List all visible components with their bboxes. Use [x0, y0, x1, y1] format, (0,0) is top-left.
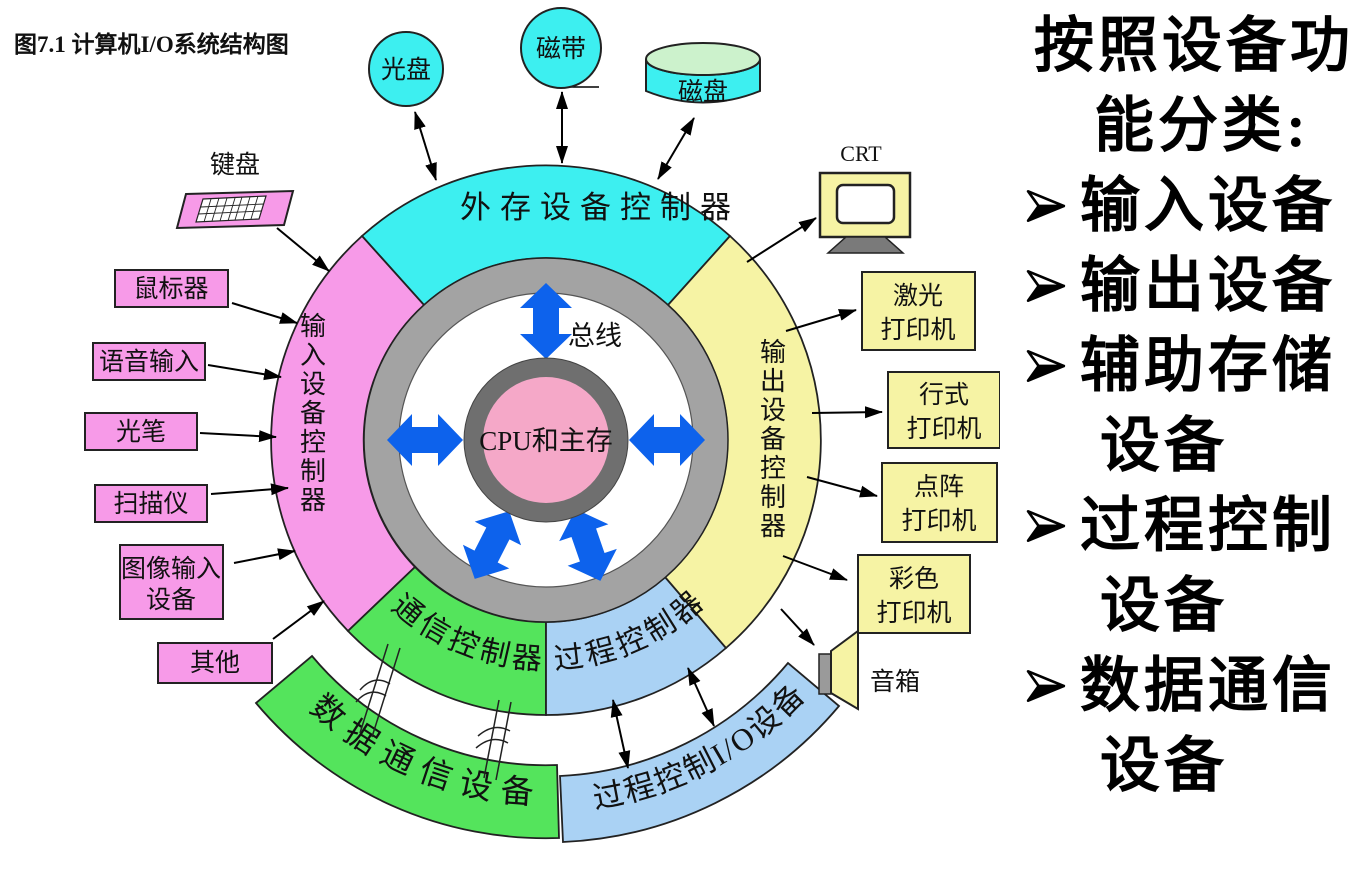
arrow-line-printer: [811, 406, 883, 419]
panel-item-output: 输出设备: [1000, 246, 1371, 326]
panel-item-process-control: 过程控制: [1000, 486, 1371, 566]
panel-item-label: 辅助存储: [1080, 333, 1336, 399]
image-input-label-line2: 设备: [146, 586, 196, 614]
storage-devices: [368, 7, 761, 107]
output-device-controller-label: 输出设备控制器: [757, 338, 786, 541]
optical-disc-label: 光盘: [381, 56, 431, 84]
arrow-optical-disc: [414, 111, 437, 181]
panel-item-label: 输出设备: [1080, 253, 1336, 319]
line-break-mark: [475, 738, 509, 749]
external-storage-controller-label: 外存设备控制器: [460, 190, 740, 225]
arrow-mouse: [231, 302, 298, 324]
crt-label: CRT: [840, 141, 882, 166]
panel-item-label: 过程控制: [1080, 493, 1336, 559]
arrow-process-io-2: [687, 667, 715, 727]
color-printer-box: [857, 554, 971, 634]
panel-item-data-comm-line2: 设备: [1100, 733, 1228, 799]
bullet-arrow-icon: [1026, 349, 1066, 383]
speaker-icon: [818, 629, 859, 711]
input-device-boxes: [84, 269, 273, 684]
other-label: 其他: [190, 649, 240, 677]
scanner-label: 扫描仪: [113, 490, 188, 518]
speaker-label: 音箱: [870, 668, 920, 696]
arrow-other: [272, 600, 325, 640]
line-break-mark: [477, 726, 511, 737]
panel-item-aux-storage-line2: 设备: [1100, 413, 1228, 479]
dot-printer-label-line1: 点阵: [914, 473, 964, 501]
figure-title: 图7.1 计算机I/O系统结构图: [14, 31, 289, 57]
panel-item-process-control-line2: 设备: [1100, 573, 1228, 639]
arrow-speaker: [780, 608, 815, 646]
other-box: [157, 642, 273, 684]
line-break-mark: [359, 679, 391, 691]
optical-disc-icon: [368, 31, 444, 107]
panel-item-label: 输入设备: [1080, 173, 1336, 239]
line-printer-label-line2: 打印机: [906, 415, 981, 443]
input-device-labels: 鼠标器 语音输入 光笔 扫描仪 图像输入 设备 其他: [99, 275, 240, 677]
arrow-scanner: [210, 483, 289, 496]
cpu-circle: [483, 377, 609, 503]
laser-printer-box: [861, 271, 976, 351]
laser-printer-label-line2: 打印机: [880, 316, 955, 344]
scanner-box: [94, 484, 208, 523]
panel-item-input: 输入设备: [1000, 166, 1371, 246]
panel-heading-line1: 按照设备功: [1034, 13, 1354, 79]
bullet-arrow-icon: [1026, 269, 1066, 303]
panel-heading-line2: 能分类:: [1094, 93, 1310, 159]
panel-item-aux-storage: 辅助存储: [1000, 326, 1371, 406]
image-input-label-line1: 图像输入: [121, 555, 221, 583]
tape-label: 磁带: [536, 35, 586, 63]
disk-cylinder-top: [645, 42, 761, 76]
arrow-image-input: [233, 548, 296, 564]
arrow-dot-printer: [806, 476, 878, 498]
input-device-controller-label: 输入设备控制器: [297, 312, 326, 515]
bullet-arrow-icon: [1026, 189, 1066, 223]
disk-label: 磁盘: [678, 78, 728, 106]
panel-item-data-comm: 数据通信: [1000, 646, 1371, 726]
dot-printer-box: [881, 462, 998, 543]
line-break-mark: [355, 691, 387, 703]
arrow-process-io-1: [610, 699, 631, 769]
color-printer-label-line2: 打印机: [876, 599, 951, 627]
arrow-crt: [746, 217, 817, 263]
image-input-box: [119, 544, 224, 620]
io-system-diagram: 图7.1 计算机I/O系统结构图 总线 CPU和主存 外存设备控制器 输入设备控…: [14, 7, 1001, 843]
cpu-label: CPU和主存: [479, 426, 613, 456]
arrow-keyboard: [276, 227, 330, 272]
light-pen-box: [84, 412, 198, 451]
bullet-arrow-icon: [1026, 509, 1066, 543]
arrow-laser-printer: [785, 309, 857, 332]
mouse-box: [114, 269, 229, 308]
tape-icon: [520, 7, 602, 89]
keyboard-label: 键盘: [210, 151, 260, 179]
dot-printer-label-line2: 打印机: [901, 507, 976, 535]
light-pen-label: 光笔: [116, 418, 166, 446]
classification-panel: 按照设备功 能分类: 输入设备 输出设备 辅助存储 设备 过程控制 设备: [1000, 6, 1371, 806]
comm-link-lines: [355, 643, 512, 781]
arrow-light-pen: [199, 430, 277, 443]
line-printer-label-line1: 行式: [919, 381, 969, 409]
voice-label: 语音输入: [99, 348, 199, 376]
process-io-arc: [559, 661, 841, 843]
bullet-arrow-icon: [1026, 669, 1066, 703]
panel-item-label: 数据通信: [1080, 653, 1336, 719]
keyboard-icon: [175, 189, 295, 230]
mouse-label: 鼠标器: [133, 275, 208, 303]
arrow-voice: [207, 364, 282, 381]
bus-label: 总线: [568, 321, 622, 351]
output-device-boxes: [857, 271, 1001, 634]
laser-printer-label-line1: 激光: [893, 282, 943, 310]
crt-monitor-icon: [818, 171, 912, 254]
arrow-color-printer: [782, 555, 848, 581]
arrow-disk: [657, 117, 695, 180]
connector-arrows: [199, 86, 883, 769]
voice-box: [92, 342, 206, 381]
data-comm-arc: [254, 654, 560, 840]
color-printer-label-line1: 彩色: [889, 565, 939, 593]
output-device-labels: 激光 打印机 行式 打印机 点阵 打印机 彩色 打印机: [876, 282, 981, 627]
